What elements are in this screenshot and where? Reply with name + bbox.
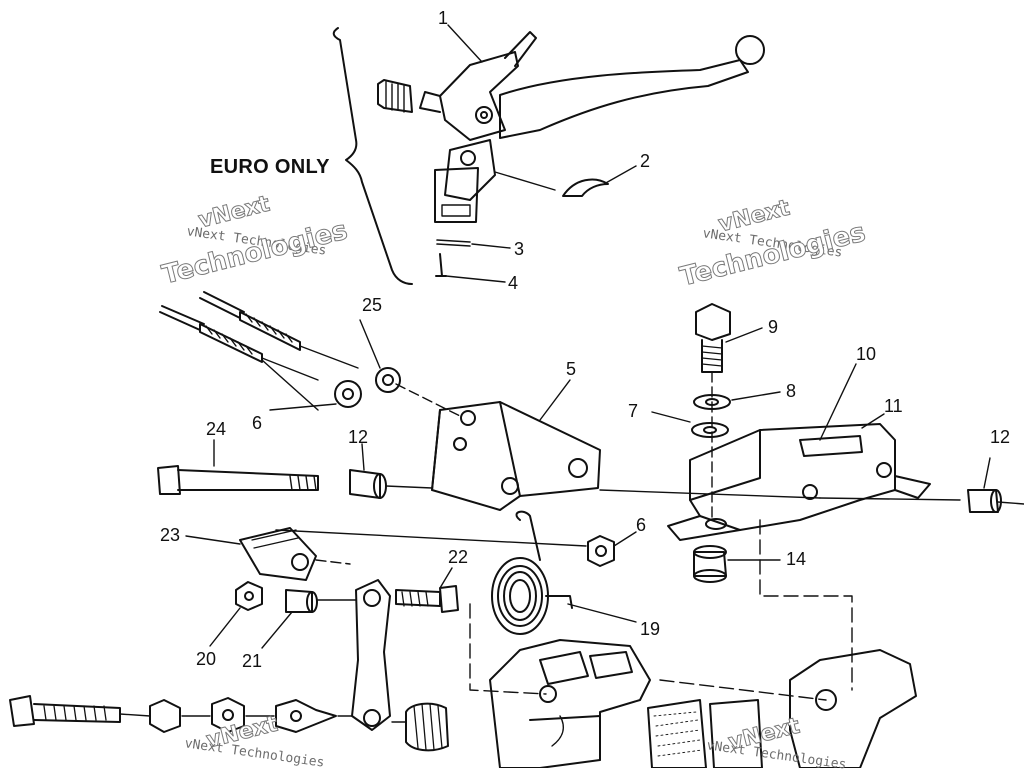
brake-pad-right [709,699,763,768]
nut-part-25 [375,367,401,393]
washer-part-7 [691,422,729,438]
leader-5 [539,379,571,421]
nut-part-6-upper [334,380,362,408]
callout-14: 14 [786,549,807,569]
leader-12-left [361,443,365,471]
leader-6-lower [613,531,637,547]
leader-3 [471,243,511,249]
spring-part-19 [491,510,573,635]
callout-2: 2 [640,151,651,171]
leader-19 [567,603,637,623]
pin-part-3 [436,239,471,247]
leader-22 [439,567,453,589]
cam-fitting [275,699,337,733]
caliper-bracket-right [789,649,917,768]
adjuster-nut-1 [149,699,181,733]
euro-only-bracket [332,27,413,285]
crescent-part-2 [562,178,609,197]
callout-10: 10 [856,344,877,364]
bolt-part-9 [695,303,731,373]
callout-4: 4 [508,273,519,293]
worm-gear [405,702,449,752]
leader-4 [445,275,506,283]
leader-11 [861,413,885,429]
callout-11: 11 [884,396,903,416]
leader-23 [185,535,241,545]
callout-23: 23 [160,525,181,545]
callout-22: 22 [448,547,469,567]
callout-5: 5 [566,359,577,379]
clevis-part-23 [239,527,317,581]
bolt-part-22 [395,585,459,613]
euro-only-label: EURO ONLY [210,156,330,178]
leader-7 [651,411,691,423]
adjuster-nut-2 [211,697,245,733]
actuator-arm [351,579,391,731]
brake-lever-part-1 [377,31,765,223]
leader-2 [603,165,637,185]
leader-10 [819,363,857,441]
callout-3: 3 [514,239,525,259]
brake-pad-left [647,699,707,768]
nut-part-6-lower [587,535,615,567]
leader-20 [209,607,241,647]
callout-6-upper: 6 [252,413,263,433]
callout-6-lower: 6 [636,515,647,535]
leader-9 [725,327,763,343]
callout-8: 8 [786,381,797,401]
callout-12-left: 12 [348,427,369,447]
mount-bracket-part-11 [667,423,931,541]
callout-25: 25 [362,295,383,315]
bracket-part-5 [431,401,601,511]
leader-1 [447,24,483,63]
callout-9: 9 [768,317,779,337]
callout-1: 1 [438,8,449,28]
leader-8 [731,391,781,401]
callout-21: 21 [242,651,263,671]
cable-part-25 [159,291,359,381]
adjuster-bolt [9,695,121,727]
callout-20: 20 [196,649,217,669]
bolt-part-24 [157,465,319,495]
screw-part-4 [435,253,447,277]
caliper-body [489,639,651,768]
leader-12-right [983,457,991,489]
leader-21 [261,611,293,649]
callout-12-right: 12 [990,427,1011,447]
nut-part-20 [235,581,263,611]
callout-19: 19 [640,619,661,639]
callout-7: 7 [628,401,639,421]
callout-24: 24 [206,419,227,439]
